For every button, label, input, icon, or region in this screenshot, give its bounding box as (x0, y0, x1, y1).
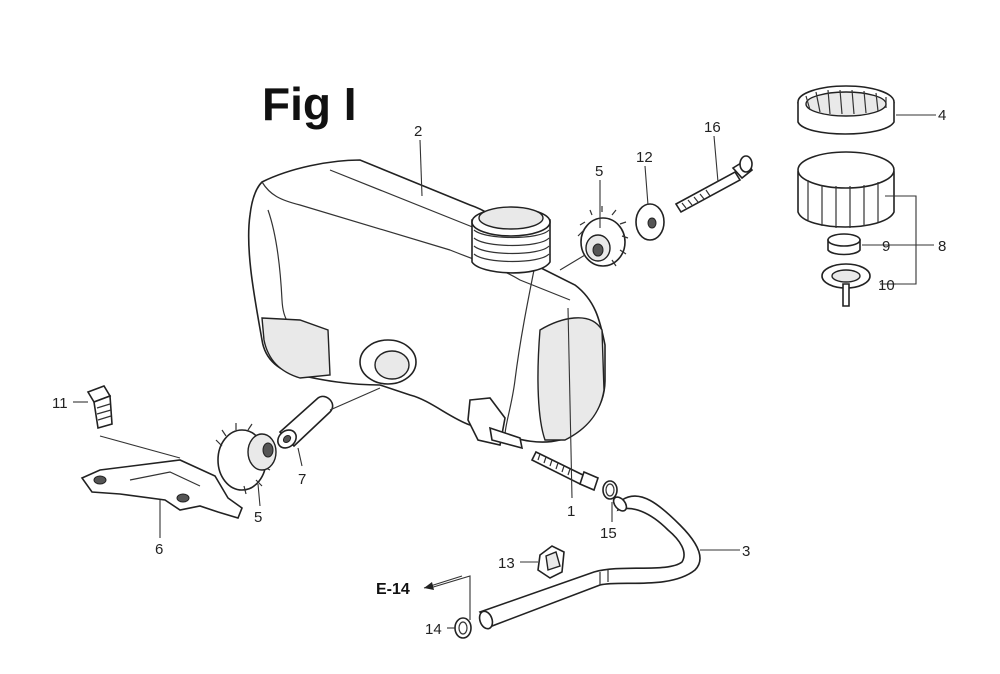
callout-15: 15 (600, 525, 617, 542)
fuel-tank (247, 159, 606, 450)
callout-7: 7 (298, 471, 306, 488)
callout-6: 6 (155, 541, 163, 558)
callout-14: 14 (425, 621, 442, 638)
flange-bolt-lower-left (86, 385, 113, 430)
cross-reference: E-14 (376, 575, 463, 598)
arrow-left-icon (424, 582, 434, 590)
callout-3: 3 (742, 543, 750, 560)
hose-clamp (537, 545, 565, 579)
callout-5-lower: 5 (254, 509, 262, 526)
hose-short (277, 395, 334, 449)
hose-clip-small (602, 480, 618, 500)
grommet-lower (215, 423, 277, 495)
callout-2: 2 (414, 123, 422, 140)
flange-bolt-upper (674, 155, 754, 214)
fuel-hose (478, 495, 701, 630)
callout-8: 8 (938, 238, 946, 255)
callout-16: 16 (704, 119, 721, 136)
flange-bolt-lower (530, 450, 599, 492)
cross-reference-label: E-14 (376, 581, 410, 598)
leader-lines (73, 114, 936, 629)
tank-bracket (80, 459, 243, 519)
cap-vent-plate (821, 263, 871, 307)
callout-12: 12 (636, 149, 653, 166)
callout-1: 1 (567, 503, 575, 520)
callout-13: 13 (498, 555, 515, 572)
callout-9: 9 (882, 238, 890, 255)
figure-title: Fig I (262, 78, 357, 130)
callout-11: 11 (52, 395, 68, 412)
cap-seal-ring (797, 85, 895, 135)
filler-cap (797, 151, 895, 228)
washer (635, 203, 665, 241)
grommet-upper (577, 206, 629, 267)
callout-labels: 2 4 5 12 16 9 8 10 11 6 5 7 1 15 3 13 14 (52, 107, 946, 638)
callout-10: 10 (878, 277, 895, 294)
hose-clip-lower (454, 617, 472, 639)
cap-gasket-small (827, 233, 861, 256)
callout-4: 4 (938, 107, 946, 124)
callout-5-upper: 5 (595, 163, 603, 180)
